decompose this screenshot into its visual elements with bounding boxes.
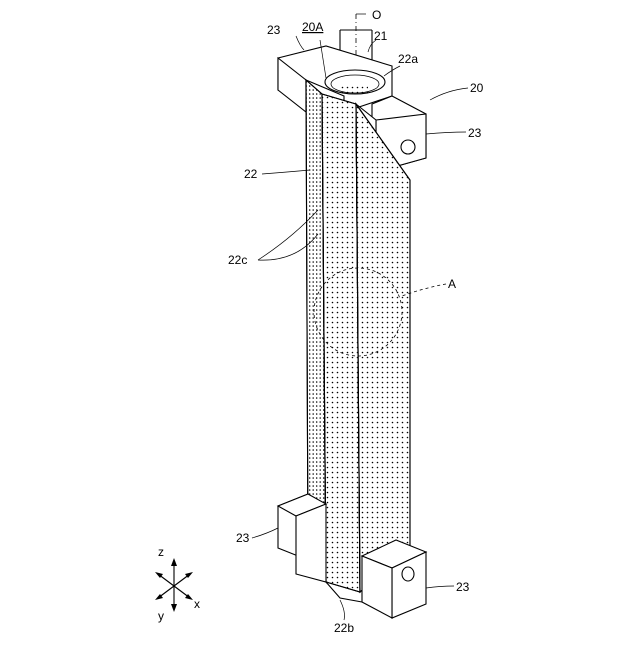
label-23-top-left: 23: [267, 23, 281, 37]
bottom-left-block: [278, 494, 326, 582]
label-22: 22: [244, 167, 258, 181]
label-axis-o: O: [372, 8, 381, 22]
label-22a: 22a: [398, 52, 418, 66]
label-20a: 20A: [302, 20, 323, 34]
axis-label-y: y: [158, 609, 164, 623]
axis-label-z: z: [158, 545, 164, 559]
label-22b: 22b: [334, 621, 354, 635]
label-20: 20: [470, 81, 484, 95]
label-a: A: [448, 277, 456, 291]
label-23-bottom-right: 23: [456, 580, 470, 594]
axis-label-x: x: [194, 597, 200, 611]
label-22c: 22c: [228, 253, 247, 267]
label-23-top-right: 23: [468, 126, 482, 140]
label-21: 21: [374, 29, 388, 43]
label-23-bottom-left: 23: [236, 531, 250, 545]
coordinate-axes: [155, 558, 193, 612]
